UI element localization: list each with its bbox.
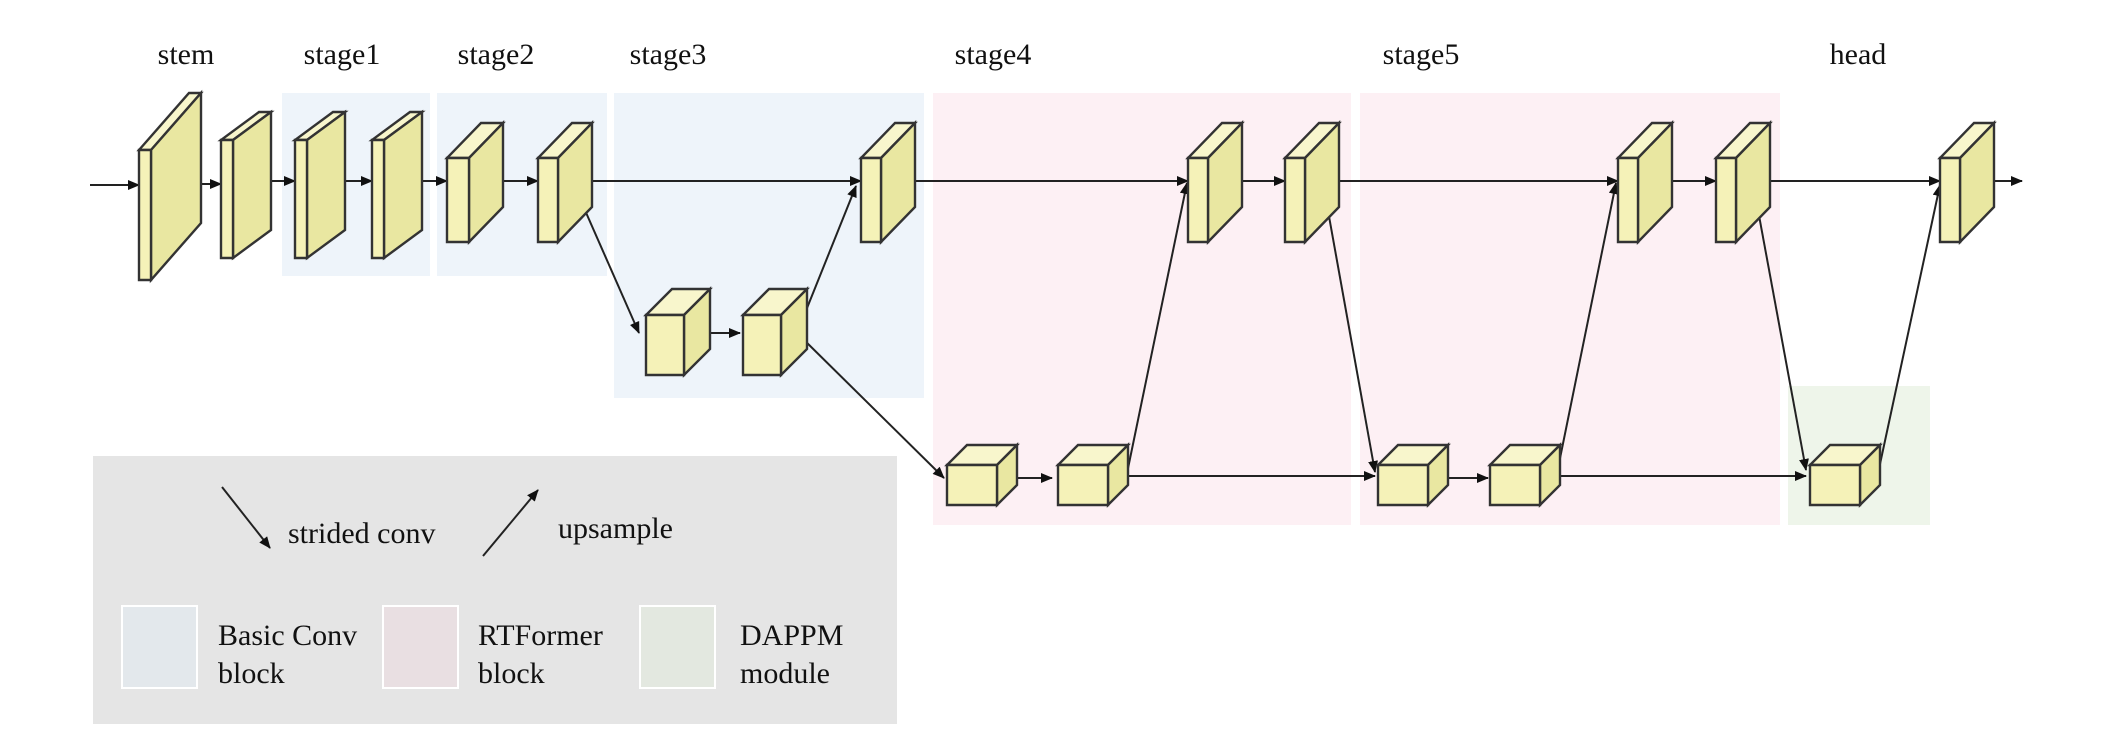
arrow-stage5-strided bbox=[1752, 182, 1809, 471]
stage5-low-block-1-front bbox=[1376, 463, 1430, 507]
stage5-low-block-2 bbox=[1487, 442, 1563, 508]
arrow-stage5-upsample bbox=[1555, 182, 1619, 479]
stage1-block-1-front bbox=[293, 138, 309, 260]
stage3-low-block-2 bbox=[740, 286, 810, 378]
stage5-high-block-2-front bbox=[1714, 156, 1738, 244]
stage-label-stage1: stage1 bbox=[304, 38, 381, 71]
stage3-high-block bbox=[858, 120, 918, 245]
legend-dappm-swatch bbox=[639, 605, 716, 689]
stem-block-1-side bbox=[149, 89, 203, 284]
stage3-low-block-1 bbox=[643, 286, 713, 378]
stage5-low-block-1 bbox=[1375, 442, 1451, 508]
stage1-block-2 bbox=[368, 109, 426, 261]
arrow-stage3-stage4-strided bbox=[796, 332, 945, 479]
stage4-high-block-2-front bbox=[1283, 156, 1307, 244]
stage1-block-1 bbox=[291, 109, 349, 261]
stage-label-stage2: stage2 bbox=[458, 38, 535, 71]
head-dappm-block bbox=[1807, 442, 1883, 508]
legend-rtformer-swatch bbox=[382, 605, 459, 689]
stage5-high-block-1-front bbox=[1616, 156, 1640, 244]
stage4-low-block-2-front bbox=[1056, 463, 1110, 507]
legend-strided-arrow bbox=[221, 486, 271, 549]
arrow-stage4-strided bbox=[1322, 182, 1378, 473]
stage3-low-block-2-front bbox=[741, 313, 783, 377]
stage-label-stage3: stage3 bbox=[630, 38, 707, 71]
stage1-block-2-front bbox=[370, 138, 386, 260]
arrow-stage4-upsample bbox=[1125, 182, 1190, 479]
stage2-block-2-front bbox=[536, 156, 560, 244]
stage-label-head: head bbox=[1830, 38, 1887, 71]
legend-basic-conv-label-2: block bbox=[218, 657, 285, 690]
stage2-block-1-front bbox=[445, 156, 471, 244]
stage4-low-block-2 bbox=[1055, 442, 1131, 508]
stage4-high-block-1 bbox=[1185, 120, 1245, 245]
legend-upsample-arrow bbox=[482, 489, 539, 557]
legend-rtformer-label-1: RTFormer bbox=[478, 619, 603, 652]
stage4-high-block-1-front bbox=[1186, 156, 1210, 244]
stem-block-2 bbox=[217, 109, 275, 261]
head-high-block-front bbox=[1938, 156, 1962, 244]
stage4-high-block-2 bbox=[1282, 120, 1342, 245]
stage5-high-block-2 bbox=[1713, 120, 1773, 245]
legend-strided-label: strided conv bbox=[288, 517, 435, 550]
stem-block-2-front bbox=[219, 138, 235, 260]
stage2-block-1 bbox=[444, 120, 506, 245]
stage-label-stem: stem bbox=[158, 38, 215, 71]
stem-block-1 bbox=[136, 89, 204, 284]
stage2-block-2 bbox=[535, 120, 595, 245]
legend-basic-conv-swatch bbox=[121, 605, 198, 689]
stage4-low-block-1-front bbox=[945, 463, 999, 507]
head-dappm-block-front bbox=[1808, 463, 1862, 507]
legend-background bbox=[93, 456, 897, 724]
stage3-low-block-1-front bbox=[644, 313, 686, 377]
arrow-head-upsample bbox=[1876, 184, 1943, 479]
legend-upsample-label: upsample bbox=[558, 512, 673, 545]
stage5-high-block-1 bbox=[1615, 120, 1675, 245]
feature-blocks bbox=[136, 89, 1997, 508]
stage3-high-block-front bbox=[859, 156, 883, 244]
legend-basic-conv-label-1: Basic Conv bbox=[218, 619, 357, 652]
stage5-low-block-2-front bbox=[1488, 463, 1542, 507]
legend-dappm-label-1: DAPPM bbox=[740, 619, 843, 652]
stage4-low-block-1 bbox=[944, 442, 1020, 508]
legend-rtformer-label-2: block bbox=[478, 657, 545, 690]
stem-block-1-front bbox=[137, 148, 153, 282]
stage-label-stage4: stage4 bbox=[955, 38, 1032, 71]
head-high-block bbox=[1937, 120, 1997, 245]
legend: strided conv upsample Basic Conv block R… bbox=[93, 456, 897, 724]
stage-label-stage5: stage5 bbox=[1383, 38, 1460, 71]
arrows bbox=[90, 176, 2023, 483]
legend-dappm-label-2: module bbox=[740, 657, 830, 690]
